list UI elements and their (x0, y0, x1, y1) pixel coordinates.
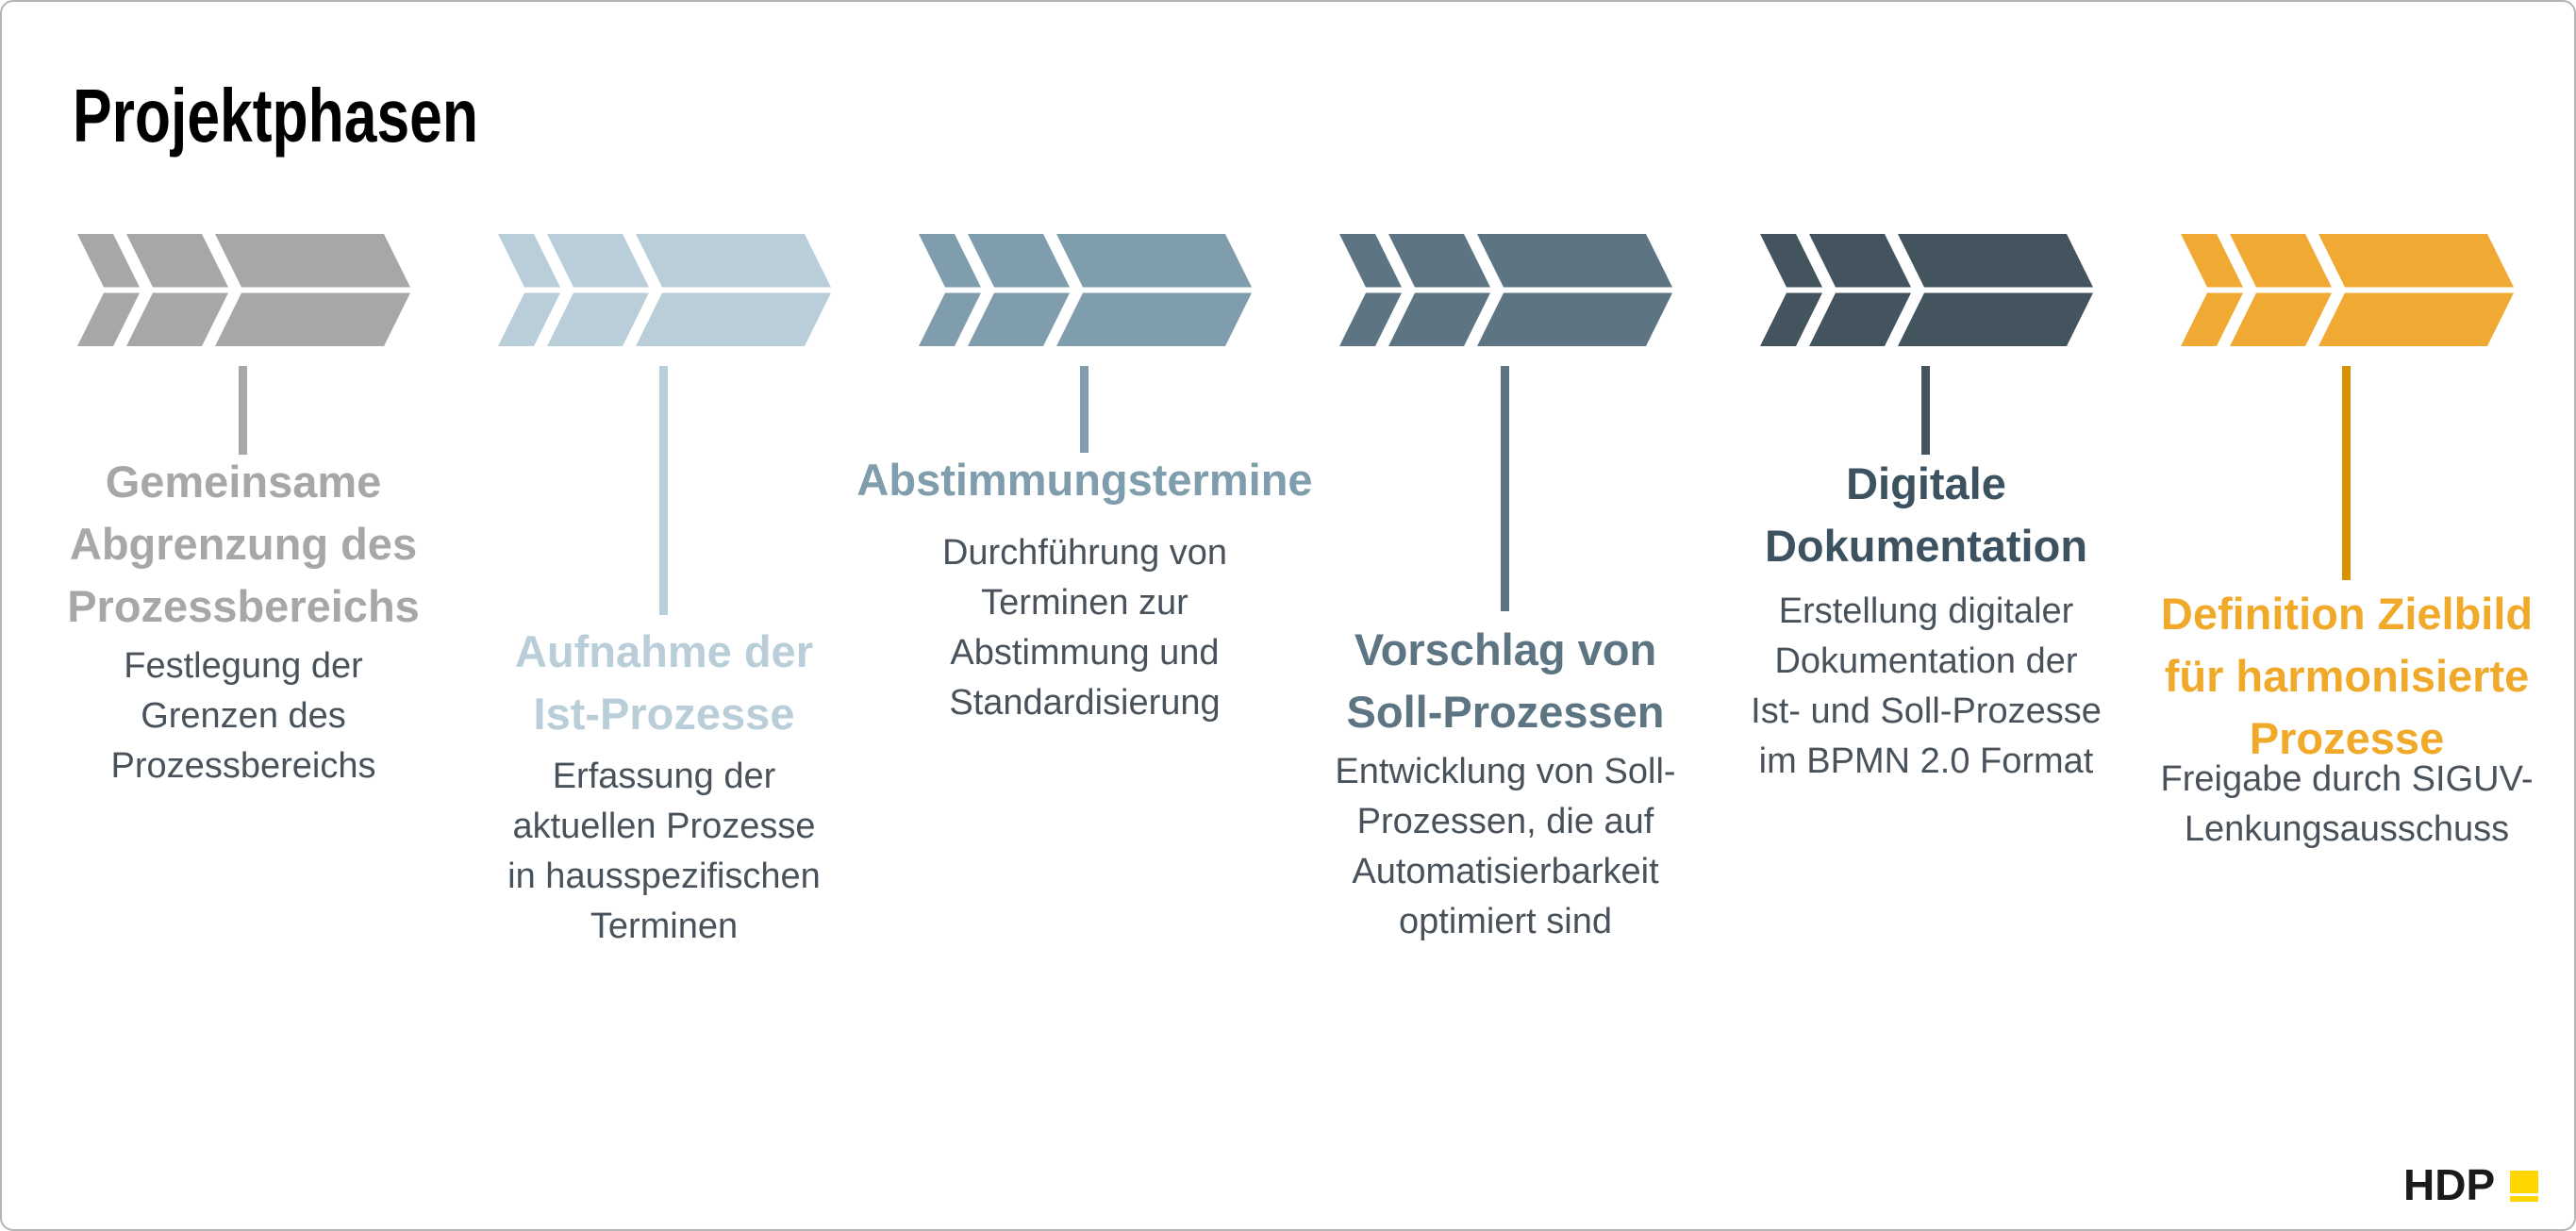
phase-column-2: Aufnahme der Ist-Prozesse Erfassung der … (463, 234, 865, 1083)
phase-column-4: Vorschlag von Soll-Prozessen Entwicklung… (1305, 234, 1706, 1083)
phase-column-3: Abstimmungstermine Durchführung von Term… (856, 234, 1313, 1083)
phase-description: Erstellung digitaler Dokumentation der I… (1751, 591, 2102, 781)
phase-connector-line (2342, 366, 2351, 580)
phase-title: Digitale Dokumentation (1764, 458, 2088, 571)
chevron-arrow-icon (77, 234, 410, 346)
phase-description: Durchführung von Terminen zur Abstimmung… (941, 533, 1228, 723)
phase-title: Definition Zielbild für harmonisierte Pr… (2160, 589, 2534, 763)
hdp-logo-text: HDP (2403, 1160, 2496, 1209)
chevron-arrow-icon (498, 234, 831, 346)
phase-title: Vorschlag von Soll-Prozessen (1346, 624, 1665, 737)
phase-description: Erfassung der aktuellen Prozesse in haus… (507, 757, 821, 946)
phase-description: Festlegung der Grenzen des Prozessbereic… (110, 646, 376, 786)
chevron-arrow-icon (1760, 234, 2093, 346)
chevron-arrow-icon (1339, 234, 1672, 346)
phase-description: Freigabe durch SIGUV- Lenkungsausschuss (2160, 759, 2534, 849)
page-title: Projektphasen (73, 74, 479, 158)
phase-connector-line (1921, 366, 1930, 455)
phase-connector-line (1501, 366, 1509, 611)
chevron-arrow-icon (919, 234, 1252, 346)
hdp-logo-mark-bar (2510, 1196, 2539, 1202)
phase-title: Abstimmungstermine (856, 455, 1313, 505)
phase-connector-line (659, 366, 668, 615)
phase-column-6: Definition Zielbild für harmonisierte Pr… (2146, 234, 2548, 1083)
hdp-logo: HDP (2403, 1160, 2539, 1209)
phase-column-5: Digitale Dokumentation Erstellung digita… (1725, 234, 2127, 1083)
hdp-logo-mark-icon (2510, 1171, 2539, 1202)
hdp-logo-mark-square (2510, 1171, 2539, 1193)
phase-connector-line (239, 366, 247, 455)
chevron-arrow-icon (2181, 234, 2514, 346)
phase-description: Entwicklung von Soll- Prozessen, die auf… (1335, 752, 1676, 941)
phase-connector-line (1080, 366, 1089, 453)
phase-title: Gemeinsame Abgrenzung des Prozessbereich… (67, 457, 420, 631)
phase-column-1: Gemeinsame Abgrenzung des Prozessbereich… (42, 234, 444, 1083)
phase-title: Aufnahme der Ist-Prozesse (515, 626, 813, 739)
